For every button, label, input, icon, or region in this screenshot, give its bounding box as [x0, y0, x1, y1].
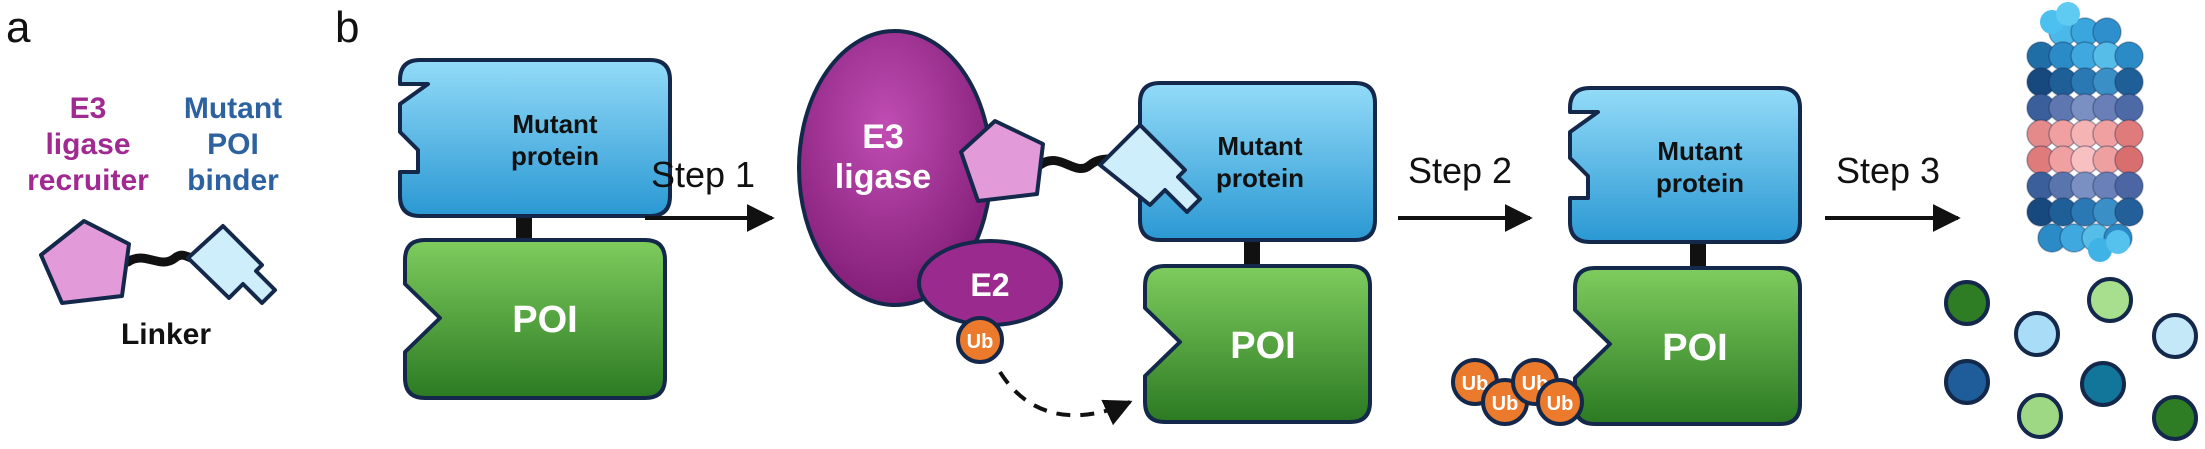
complex-3-mutant-line-2: protein	[1656, 168, 1744, 198]
complex-1-poi	[403, 238, 667, 400]
proteasome-subunit	[2114, 93, 2144, 123]
ub-chain-1-label: Ub	[1462, 373, 1489, 395]
proteasome-subunit	[2114, 197, 2144, 227]
complex-3: Mutant protein POI Ub Ub Ub Ub	[1451, 86, 1802, 426]
e2-label: E2	[970, 267, 1009, 303]
linker-label: Linker	[121, 318, 211, 351]
peptide-fragment	[2087, 277, 2133, 323]
polyubiquitin-chain: Ub Ub Ub Ub	[1451, 358, 1584, 426]
poi-binder-icon	[186, 224, 277, 305]
proteasome-subunit	[2114, 41, 2144, 71]
e3-recruiter-line-2: ligase	[45, 128, 130, 161]
peptide-fragment	[2152, 313, 2198, 359]
e3-recruiter-line-3: recruiter	[27, 164, 149, 197]
degraded-peptides	[1944, 277, 2198, 441]
poi-binder-line-1: Mutant	[184, 92, 282, 125]
e3-recruiter-label: E3 ligase recruiter	[27, 92, 149, 197]
proteasome-subunit	[2114, 145, 2144, 175]
complex-2: E3 ligase E2 Ub Mutant protein POI	[797, 29, 1377, 426]
poi-binder-line-2: POI	[207, 128, 259, 161]
e3-ligase-line-2: ligase	[835, 158, 931, 196]
complex-1-mutant-protein	[398, 58, 672, 218]
complex-2-binder-icon	[1098, 123, 1202, 214]
complex-2-mutant-line-2: protein	[1216, 163, 1304, 193]
proteasome-cap-subunit	[2106, 230, 2130, 254]
ub-chain-4-label: Ub	[1547, 393, 1574, 415]
panel-a-label: a	[6, 3, 31, 52]
complex-3-poi-label: POI	[1662, 327, 1727, 369]
ub-transfer-arrow-icon	[998, 370, 1133, 426]
step-2-label: Step 2	[1408, 150, 1512, 191]
complex-2-poi-label: POI	[1230, 325, 1295, 367]
poi-binder-label: Mutant POI binder	[184, 92, 282, 197]
complex-1-mutant-line-2: protein	[511, 141, 599, 171]
complex-1: Mutant protein POI	[398, 58, 672, 400]
e3-ligase-line-1: E3	[862, 118, 904, 156]
complex-3-mutant-line-1: Mutant	[1657, 136, 1743, 166]
proteasome-cap-subunit	[2088, 238, 2112, 262]
peptide-fragment	[2152, 395, 2198, 441]
ub-chain-4	[1536, 378, 1584, 426]
step-1-label: Step 1	[651, 154, 755, 195]
step-3-label: Step 3	[1836, 150, 1940, 191]
peptide-fragment	[2014, 311, 2060, 357]
e3-recruiter-line-1: E3	[70, 92, 107, 125]
proteasome-cap-subunit	[2056, 2, 2080, 26]
complex-3-mutant-protein	[1568, 86, 1802, 244]
complex-2-poi	[1143, 264, 1372, 424]
complex-1-mutant-line-1: Mutant	[512, 109, 598, 139]
ub-on-e2	[956, 316, 1004, 364]
peptide-fragment	[1944, 280, 1990, 326]
proteasome-subunit	[2114, 119, 2144, 149]
complex-1-poi-label: POI	[512, 299, 577, 341]
peptide-fragment	[1944, 359, 1990, 405]
complex-2-pentagon-icon	[959, 119, 1045, 203]
panel-b-label: b	[335, 3, 359, 52]
proteasome-subunit	[2114, 67, 2144, 97]
ub-chain-2-label: Ub	[1492, 393, 1519, 415]
peptide-fragment	[2017, 393, 2063, 439]
e3-recruiter-pentagon-icon	[39, 219, 131, 305]
ub-on-e2-label: Ub	[967, 331, 994, 353]
poi-binder-line-3: binder	[187, 164, 279, 197]
proteasome-icon	[2026, 2, 2144, 262]
peptide-fragment	[2080, 361, 2126, 407]
complex-2-mutant-line-1: Mutant	[1217, 131, 1303, 161]
complex-3-poi	[1573, 266, 1802, 426]
proteasome-subunit	[2114, 171, 2144, 201]
